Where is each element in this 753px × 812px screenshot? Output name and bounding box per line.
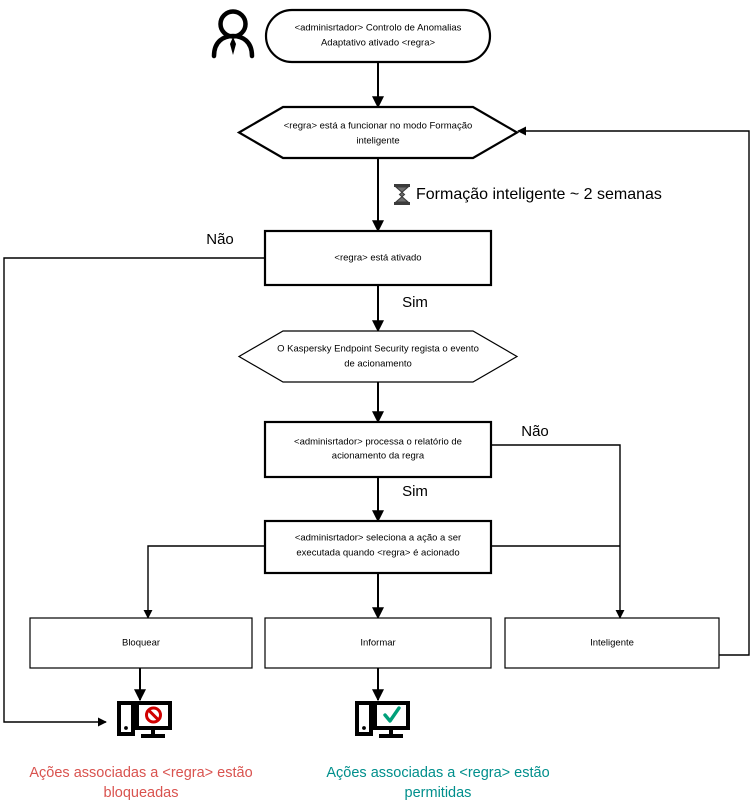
node-inform[interactable]: Informar <box>264 617 492 669</box>
node-rule-enabled-line1: <regra> está ativado <box>334 253 421 264</box>
connector-enabled-no-to-blocked <box>3 257 265 727</box>
node-kes-line2: de acionamento <box>344 359 412 370</box>
node-select-line2: executada quando <regra> é acionado <box>296 548 459 559</box>
node-report-line1: <adminisrtador> processa o relatório de <box>294 437 462 448</box>
connector-smart-to-training-loop <box>517 126 750 656</box>
person-icon <box>211 9 255 59</box>
node-inform-label: Informar <box>360 638 395 649</box>
node-start-line1: <adminisrtador> Controlo de Anomalias <box>295 23 462 34</box>
node-kes-line1: O Kaspersky Endpoint Security regista o … <box>277 344 479 355</box>
edge-label-report-yes: Sim <box>402 483 428 500</box>
edge-label-report-no: Não <box>521 423 549 440</box>
node-block-label: Bloquear <box>122 638 160 649</box>
node-training-mode[interactable]: <regra> está a funcionar no modo Formaçã… <box>236 105 520 160</box>
node-smart-label: Inteligente <box>590 638 634 649</box>
node-admin-select[interactable]: <adminisrtador> seleciona a ação a ser e… <box>263 519 493 575</box>
caption-allowed-line2: permitidas <box>405 785 472 801</box>
node-select-line1: <adminisrtador> seleciona a ação a ser <box>295 533 461 544</box>
computer-blocked-icon <box>117 701 172 738</box>
connector-report-no-to-smart <box>491 444 625 619</box>
node-report-line2: acionamento da regra <box>332 451 425 462</box>
caption-allowed: Ações associadas a <regra> estão permiti… <box>326 765 549 801</box>
node-start[interactable]: <adminisrtador> Controlo de Anomalias Ad… <box>264 8 492 64</box>
caption-blocked-line2: bloqueadas <box>104 785 179 801</box>
timer-label: Formação inteligente ~ 2 semanas <box>416 186 662 203</box>
node-rule-enabled[interactable]: <regra> está ativado <box>263 229 493 287</box>
node-start-line2: Adaptativo ativado <regra> <box>321 38 436 49</box>
computer-allowed-icon <box>355 701 410 738</box>
caption-blocked-line1: Ações associadas a <regra> estão <box>29 765 252 781</box>
node-smart[interactable]: Inteligente <box>504 617 720 669</box>
node-admin-report[interactable]: <adminisrtador> processa o relatório de … <box>263 420 493 479</box>
hourglass-icon <box>394 184 410 205</box>
caption-blocked: Ações associadas a <regra> estão bloquea… <box>29 765 252 801</box>
edge-label-enabled-no: Não <box>206 231 234 248</box>
node-training-line2: inteligente <box>356 136 399 147</box>
caption-allowed-line1: Ações associadas a <regra> estão <box>326 765 549 781</box>
node-training-line1: <regra> está a funcionar no modo Formaçã… <box>284 121 473 132</box>
node-block[interactable]: Bloquear <box>29 617 253 669</box>
node-kes-logs[interactable]: O Kaspersky Endpoint Security regista o … <box>237 330 519 383</box>
connector-select-to-block <box>143 545 265 619</box>
edge-label-enabled-yes: Sim <box>402 294 428 311</box>
